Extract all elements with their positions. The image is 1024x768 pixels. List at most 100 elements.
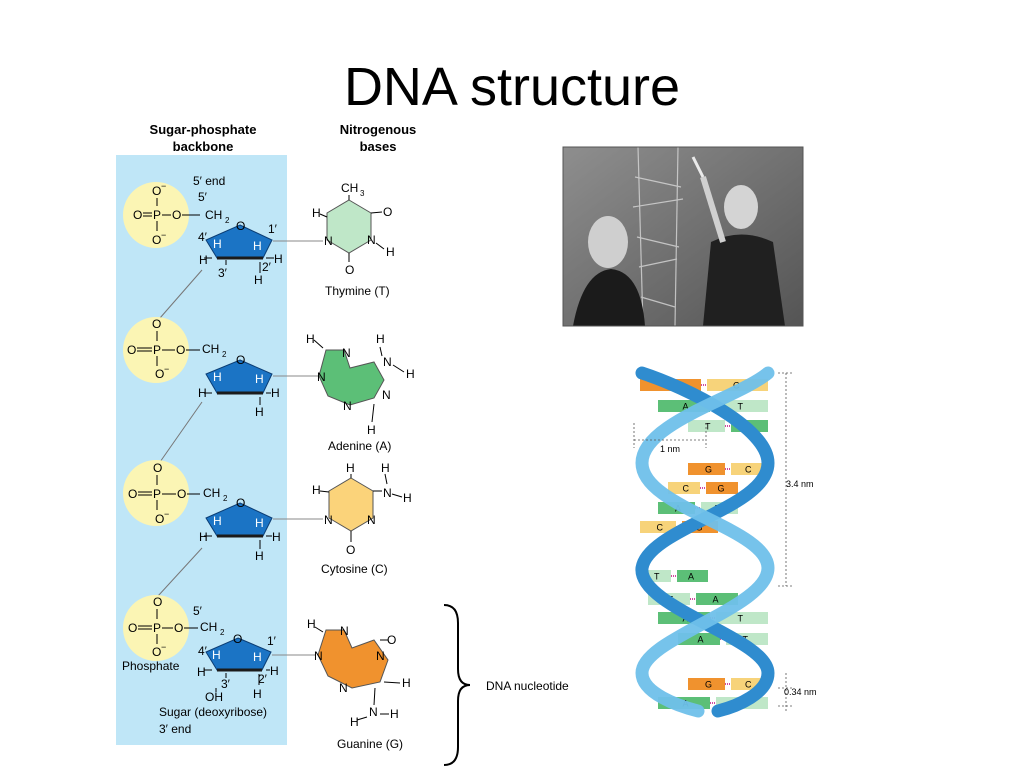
cytosine-label: Cytosine (C): [321, 562, 388, 576]
svg-text:H: H: [255, 405, 264, 419]
svg-text:H: H: [255, 516, 264, 530]
svg-text:2: 2: [223, 494, 228, 503]
svg-text:N: N: [342, 346, 351, 360]
svg-text:O: O: [155, 512, 164, 526]
base-letter: T: [738, 402, 744, 412]
svg-text:CH: CH: [341, 181, 358, 195]
svg-text:H: H: [381, 461, 390, 475]
svg-text:−: −: [161, 181, 166, 191]
svg-text:O: O: [152, 645, 161, 659]
svg-text:H: H: [213, 370, 222, 384]
svg-text:H: H: [307, 617, 316, 631]
backbone-header-line1: Sugar-phosphate: [149, 122, 257, 137]
page-title: DNA structure: [343, 57, 681, 117]
phosphate-1: [123, 182, 189, 248]
phosphate-3: [123, 460, 189, 526]
base-pair-left: [688, 463, 725, 475]
thymine-label: Thymine (T): [325, 284, 390, 298]
phosphate-label: Phosphate: [122, 659, 180, 673]
helix-strand-1: [635, 366, 775, 718]
svg-text:H: H: [198, 386, 207, 400]
svg-text:N: N: [369, 705, 378, 719]
svg-text:O: O: [172, 208, 181, 222]
svg-text:H: H: [306, 332, 315, 346]
svg-text:O: O: [387, 633, 396, 647]
base-letter: C: [683, 484, 690, 494]
svg-text:H: H: [212, 648, 221, 662]
svg-text:H: H: [213, 514, 222, 528]
svg-text:−: −: [161, 230, 166, 240]
svg-text:H: H: [346, 461, 355, 475]
dna-nucleotide-label: DNA nucleotide: [486, 679, 569, 693]
svg-text:O: O: [152, 317, 161, 331]
svg-text:N: N: [383, 486, 392, 500]
svg-text:O: O: [133, 208, 142, 222]
svg-text:N: N: [382, 388, 391, 402]
svg-text:−: −: [164, 364, 169, 374]
five-prime-label: 5′: [198, 190, 207, 204]
sugar-label: Sugar (deoxyribose): [159, 705, 268, 719]
svg-text:H: H: [255, 549, 264, 563]
nucleotide-bracket: [443, 604, 471, 766]
svg-text:H: H: [390, 707, 399, 721]
svg-text:4′: 4′: [198, 644, 208, 658]
base-letter: T: [654, 572, 660, 582]
base-letter: G: [718, 484, 725, 494]
svg-text:2′: 2′: [258, 672, 268, 686]
dim-34nm: 3.4 nm: [786, 479, 814, 489]
base-letter: C: [745, 680, 752, 690]
svg-text:N: N: [383, 355, 392, 369]
svg-text:O: O: [345, 263, 354, 277]
svg-text:N: N: [317, 370, 326, 384]
svg-text:H: H: [270, 664, 279, 678]
svg-text:1′: 1′: [268, 222, 278, 236]
svg-text:H: H: [253, 239, 262, 253]
svg-text:CH: CH: [200, 620, 217, 634]
base-pair-left: [640, 521, 676, 533]
base-pair-left: [688, 678, 725, 690]
svg-text:H: H: [367, 423, 376, 437]
guanine-label: Guanine (G): [337, 737, 404, 751]
svg-text:O: O: [153, 595, 162, 609]
dim-1nm: 1 nm: [660, 444, 680, 454]
five-end-label: 5′ end: [193, 174, 226, 188]
svg-text:3′: 3′: [221, 677, 231, 691]
svg-text:O: O: [152, 184, 161, 198]
svg-text:O: O: [236, 219, 245, 233]
svg-text:H: H: [199, 253, 208, 267]
svg-text:O: O: [155, 367, 164, 381]
base-letter: C: [657, 523, 664, 533]
svg-text:H: H: [253, 650, 262, 664]
svg-text:H: H: [386, 245, 395, 259]
svg-text:H: H: [197, 665, 206, 679]
bases-header-line2: bases: [359, 139, 397, 154]
base-letter: G: [705, 680, 712, 690]
base-letter: T: [705, 422, 711, 432]
base-letter: A: [713, 595, 719, 605]
svg-text:O: O: [383, 205, 392, 219]
phosphate-4: [123, 595, 189, 661]
svg-text:N: N: [324, 513, 333, 527]
svg-text:N: N: [314, 649, 323, 663]
svg-text:H: H: [199, 530, 208, 544]
svg-text:2: 2: [220, 628, 225, 637]
svg-text:H: H: [253, 687, 262, 701]
bases-header-line1: Nitrogenous: [339, 122, 417, 137]
watson-crick-photo: [562, 146, 804, 327]
helix-strand-2: [635, 366, 775, 718]
svg-text:CH: CH: [205, 208, 222, 222]
base-letter: A: [688, 572, 694, 582]
bases-header: Nitrogenous bases: [318, 121, 438, 155]
svg-text:H: H: [376, 332, 385, 346]
backbone-header-line2: backbone: [172, 139, 234, 154]
svg-text:N: N: [324, 234, 333, 248]
svg-text:N: N: [376, 649, 385, 663]
svg-text:H: H: [402, 676, 411, 690]
svg-text:N: N: [343, 399, 352, 413]
svg-text:OH: OH: [205, 690, 223, 704]
svg-text:P: P: [153, 343, 161, 357]
phosphate-2: [123, 317, 189, 383]
base-letter: T: [738, 614, 744, 624]
svg-text:1′: 1′: [267, 634, 277, 648]
